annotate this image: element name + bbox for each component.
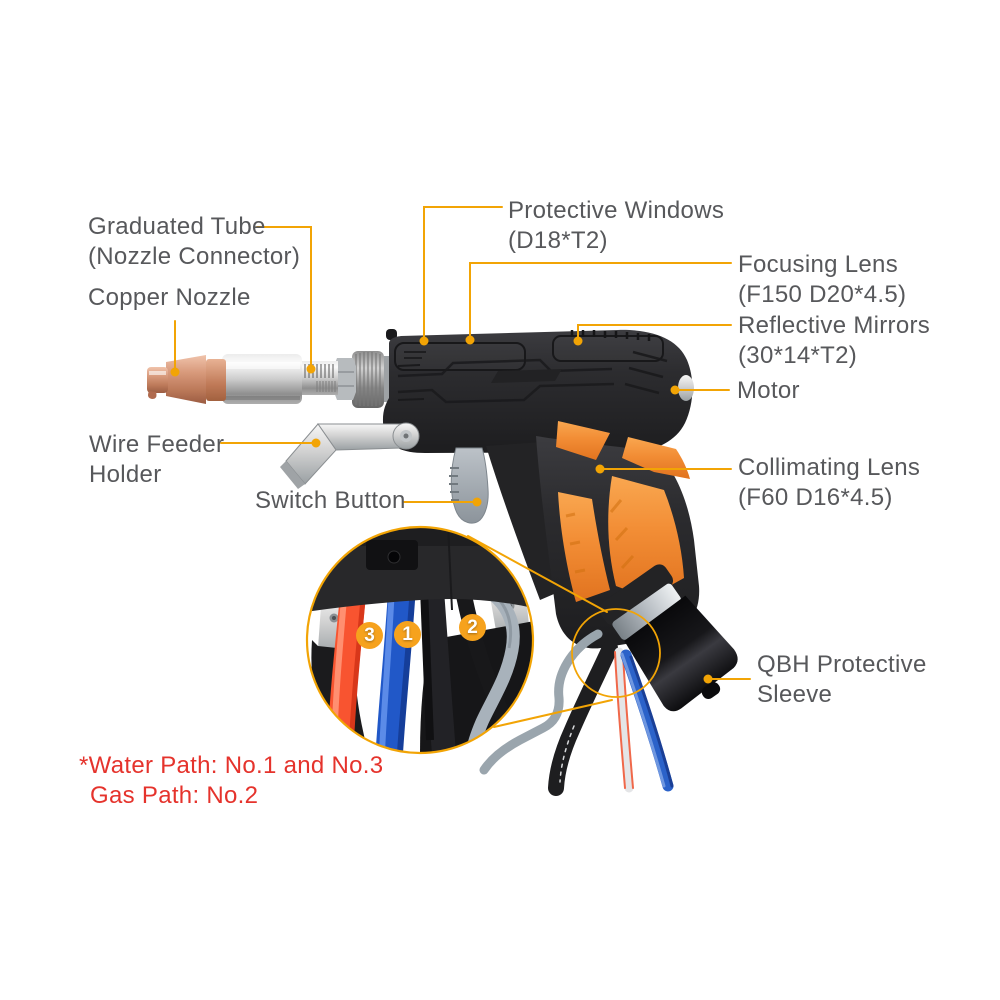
inset-blue-tube	[375, 584, 416, 753]
hex-nut	[334, 358, 356, 400]
note-line: *Water Path: No.1 and No.3	[79, 752, 384, 779]
magnifier-link-lines	[467, 535, 613, 728]
label-line: Graduated Tube	[88, 213, 266, 240]
label-line: Wire Feeder	[89, 431, 225, 458]
label-line: (F150 D20*4.5)	[738, 281, 907, 308]
blue-tube	[620, 649, 674, 792]
gun-body	[382, 329, 694, 453]
wire-feeder-holder	[280, 422, 420, 489]
label-switch-button: Switch Button	[255, 486, 406, 516]
copper-tip	[147, 367, 168, 393]
body-nub	[386, 329, 397, 340]
label-line: Focusing Lens	[738, 251, 898, 278]
nozzle-assembly	[147, 351, 391, 408]
inset-circle-ring	[305, 525, 535, 755]
copper-ring	[206, 359, 226, 401]
label-focusing-lens: Focusing Lens (F150 D20*4.5)	[738, 250, 906, 310]
badge-cable-1: 1	[394, 621, 421, 648]
gray-cable	[479, 629, 603, 775]
copper-nozzle	[166, 355, 206, 404]
label-line: Protective Windows	[508, 197, 725, 224]
label-protective-windows: Protective Windows (D18*T2)	[508, 196, 724, 256]
label-line: (D18*T2)	[508, 227, 608, 254]
label-reflective-mirrors: Reflective Mirrors (30*14*T2)	[738, 311, 930, 371]
label-line: Motor	[737, 377, 800, 404]
label-line: Holder	[89, 461, 162, 488]
black-cable	[548, 640, 618, 796]
motor	[678, 375, 694, 401]
label-graduated-tube: Graduated Tube (Nozzle Connector)	[88, 212, 300, 272]
cable-bundle	[479, 629, 674, 796]
label-line: Switch Button	[255, 487, 406, 514]
striped-tube	[614, 647, 634, 793]
inset-black-cable-b	[454, 583, 523, 748]
grip-orange-chevron	[556, 421, 610, 460]
label-collimating-lens: Collimating Lens (F60 D16*4.5)	[738, 453, 920, 513]
badge-cable-3: 3	[356, 622, 383, 649]
grip-orange-front-pad	[558, 492, 610, 602]
label-line: Sleeve	[757, 681, 833, 708]
badge-cable-2: 2	[459, 614, 486, 641]
label-line: Collimating Lens	[738, 454, 921, 481]
water-gas-note: *Water Path: No.1 and No.3 Gas Path: No.…	[79, 751, 383, 811]
label-copper-nozzle: Copper Nozzle	[88, 283, 251, 313]
label-line: Copper Nozzle	[88, 284, 251, 311]
label-line: (F60 D16*4.5)	[738, 484, 893, 511]
label-motor: Motor	[737, 376, 800, 406]
qbh-highlight-circle	[571, 608, 661, 698]
qbh-silver-ring	[612, 583, 681, 640]
note-line: Gas Path: No.2	[90, 782, 259, 809]
top-lid-2	[552, 335, 664, 362]
label-wire-feeder-holder: Wire Feeder Holder	[89, 430, 224, 490]
inset-black-cable-a	[420, 589, 456, 753]
label-line: (30*14*T2)	[738, 342, 858, 369]
protective-window-lid	[394, 342, 526, 371]
leader-lines	[170, 206, 751, 684]
label-line: QBH Protective	[757, 651, 927, 678]
label-line: (Nozzle Connector)	[88, 243, 301, 270]
label-qbh-protective-sleeve: QBH Protective Sleeve	[757, 650, 927, 710]
label-line: Reflective Mirrors	[738, 312, 931, 339]
switch-button-trigger	[449, 447, 489, 524]
